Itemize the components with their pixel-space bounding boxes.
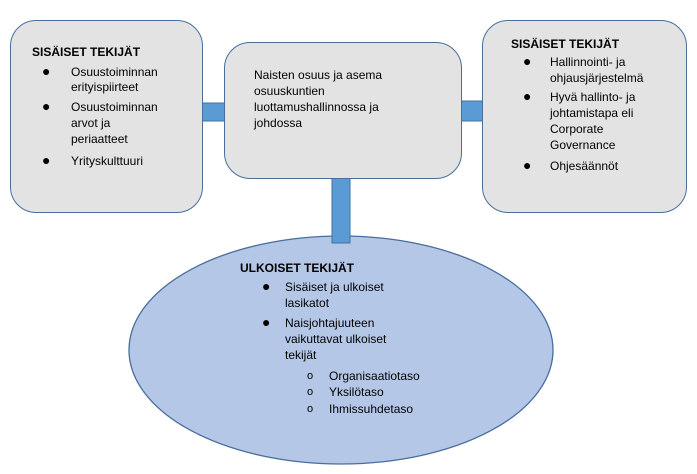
left-item-1-line-1: Osuustoiminnan — [71, 65, 158, 79]
left-box-title: SISÄISET TEKIJÄT — [32, 45, 141, 59]
center-line-4: johdossa — [254, 116, 303, 130]
right-item-1-line-1: Hallinnointi- ja — [550, 55, 626, 69]
bullet-icon: ● — [262, 314, 271, 330]
ellipse-subitem-3: Ihmissuhdetaso — [329, 402, 414, 416]
left-item-2-line-1: Osuustoiminnan — [71, 100, 158, 114]
ellipse-title: ULKOISET TEKIJÄT — [240, 261, 355, 275]
internal-factors-right-box: SISÄISET TEKIJÄT ● Hallinnointi- ja ohja… — [482, 20, 687, 213]
left-item-2-line-3: periaatteet — [71, 132, 128, 146]
bullet-icon: ● — [523, 88, 532, 104]
left-item-3-line-1: Yrityskulttuuri — [71, 154, 144, 168]
right-item-1-line-2: ohjausjärjestelmä — [550, 71, 644, 85]
bullet-icon: ● — [42, 152, 51, 168]
bullet-icon: ● — [42, 63, 51, 79]
ellipse-subitem-2: Yksilötaso — [329, 385, 384, 399]
ellipse-item-2-line-3: tekijät — [285, 348, 317, 362]
right-item-2-line-3: Corporate — [550, 122, 604, 136]
right-item-2-line-1: Hyvä hallinto- ja — [550, 90, 636, 104]
internal-factors-left-box: SISÄISET TEKIJÄT ● Osuustoiminnan erityi… — [10, 20, 203, 213]
ellipse-subitem-1: Organisaatiotaso — [329, 369, 420, 383]
ellipse-item-2-line-1: Naisjohtajuuteen — [285, 316, 375, 330]
ellipse-item-1-line-1: Sisäiset ja ulkoiset — [285, 280, 384, 294]
right-item-2-line-2: johtamistapa eli — [550, 106, 634, 120]
center-topic-box: Naisten osuus ja asema osuuskuntien luot… — [224, 42, 462, 179]
ellipse-item-1-line-2: lasikatot — [285, 296, 330, 310]
left-item-2-line-2: arvot ja — [71, 116, 111, 130]
center-line-1: Naisten osuus ja asema — [254, 68, 383, 82]
center-line-3: luottamushallinnossa ja — [254, 100, 379, 114]
left-item-1-line-2: erityispiirteet — [71, 80, 139, 94]
ellipse-item-2-line-2: vaikuttavat ulkoiset — [285, 332, 387, 346]
bullet-icon: ● — [523, 157, 532, 173]
bullet-icon: ● — [42, 98, 51, 114]
center-line-2: osuuskuntien — [254, 84, 325, 98]
hollow-bullet-icon: o — [307, 403, 314, 415]
hollow-bullet-icon: o — [307, 386, 314, 398]
hollow-bullet-icon: o — [307, 370, 314, 382]
right-item-2-line-4: Governance — [550, 138, 616, 152]
bullet-icon: ● — [262, 278, 271, 294]
right-box-title: SISÄISET TEKIJÄT — [511, 37, 620, 51]
bullet-icon: ● — [523, 53, 532, 69]
right-item-3-line-1: Ohjesäännöt — [550, 159, 619, 173]
